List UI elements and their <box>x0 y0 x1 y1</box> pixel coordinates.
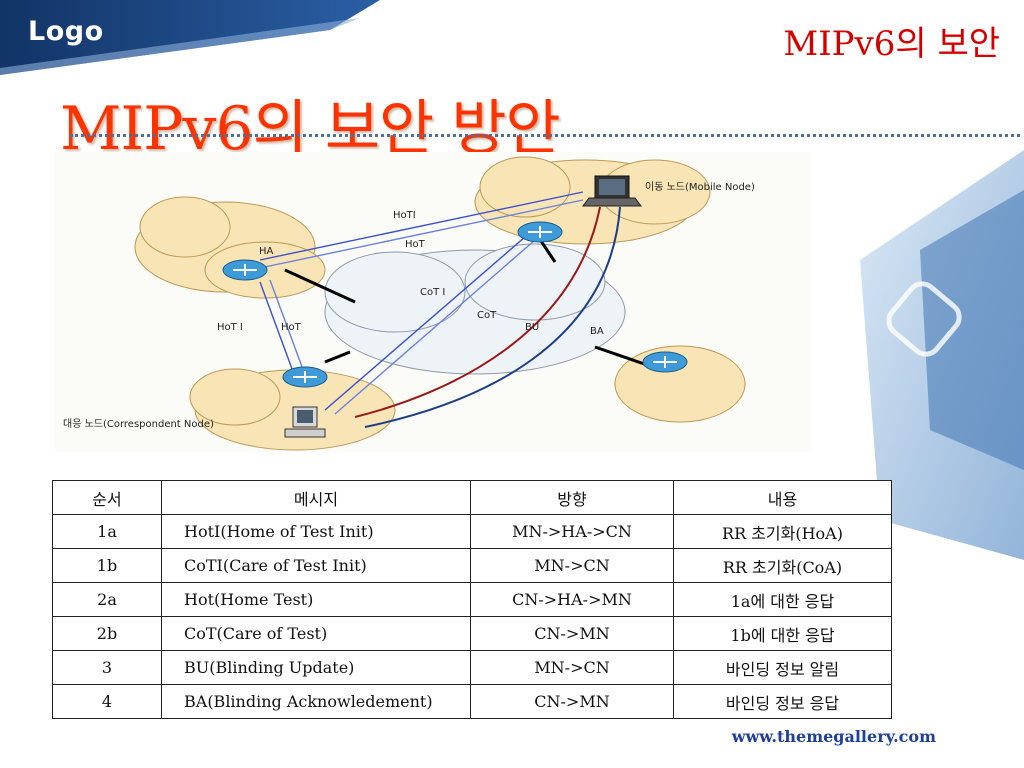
cell-direction: CN->MN <box>470 684 674 719</box>
cell-order: 2a <box>52 582 162 617</box>
router-icon <box>517 221 563 243</box>
link-ha-internet <box>284 268 356 304</box>
header-content: 내용 <box>673 480 892 515</box>
header-order: 순서 <box>52 480 162 515</box>
table-row: 1a HotI(Home of Test Init) MN->HA->CN RR… <box>52 514 892 549</box>
label-hoti-left: HoT I <box>217 322 243 333</box>
decoration-swirl <box>886 281 962 357</box>
cell-message: HotI(Home of Test Init) <box>161 514 471 549</box>
table-header-row: 순서 메시지 방향 내용 <box>52 480 892 515</box>
cell-order: 2b <box>52 616 162 651</box>
router-icon <box>282 366 328 388</box>
cell-content: 1b에 대한 응답 <box>673 616 892 651</box>
cell-order: 1a <box>52 514 162 549</box>
title-divider <box>70 134 1020 137</box>
router-icon <box>222 259 268 281</box>
header-banner-highlight <box>0 18 360 75</box>
cell-message: Hot(Home Test) <box>161 582 471 617</box>
mobile-node-label: 이동 노드(Mobile Node) <box>645 181 755 193</box>
cell-content: 1a에 대한 응답 <box>673 582 892 617</box>
header-message: 메시지 <box>161 480 471 515</box>
cell-content: RR 초기화(CoA) <box>673 548 892 583</box>
label-bu: BU <box>525 322 539 333</box>
laptop-icon <box>582 175 642 207</box>
label-cot: CoT <box>477 310 497 321</box>
table-row: 4 BA(Blinding Acknowledement) CN->MN 바인딩… <box>52 684 892 719</box>
label-hoti-top: HoTI <box>393 210 416 221</box>
cell-direction: MN->CN <box>470 548 674 583</box>
cell-direction: CN->HA->MN <box>470 582 674 617</box>
cell-order: 4 <box>52 684 162 719</box>
cell-order: 3 <box>52 650 162 685</box>
cell-message: CoTI(Care of Test Init) <box>161 548 471 583</box>
label-hot-left: HoT <box>281 322 302 333</box>
header-direction: 방향 <box>470 480 674 515</box>
cell-message: CoT(Care of Test) <box>161 616 471 651</box>
mipv6-network-diagram: 이동 노드(Mobile Node) 대응 노드(Correspondent N… <box>55 152 811 452</box>
cell-direction: MN->CN <box>470 650 674 685</box>
cloud-internet <box>324 243 626 375</box>
table-row: 2a Hot(Home Test) CN->HA->MN 1a에 대한 응답 <box>52 582 892 617</box>
cell-content: RR 초기화(HoA) <box>673 514 892 549</box>
logo: Logo <box>28 16 104 47</box>
router-icon <box>642 351 688 373</box>
cell-direction: CN->MN <box>470 616 674 651</box>
link-cn-internet <box>324 350 351 364</box>
correspondent-node-label: 대응 노드(Correspondent Node) <box>63 418 214 430</box>
table-row: 1b CoTI(Care of Test Init) MN->CN RR 초기화… <box>52 548 892 583</box>
header-title: MIPv6의 보안 <box>783 24 1000 64</box>
cloud-home-network <box>134 196 326 299</box>
cell-direction: MN->HA->CN <box>470 514 674 549</box>
label-hot-top: HoT <box>405 239 426 250</box>
cell-content: 바인딩 정보 응답 <box>673 684 892 719</box>
cell-order: 1b <box>52 548 162 583</box>
cell-content: 바인딩 정보 알림 <box>673 650 892 685</box>
label-ba: BA <box>590 326 604 337</box>
label-coti: CoT I <box>420 287 445 298</box>
message-table: 순서 메시지 방향 내용 1a HotI(Home of Test Init) … <box>52 480 892 719</box>
table-row: 2b CoT(Care of Test) CN->MN 1b에 대한 응답 <box>52 616 892 651</box>
table-row: 3 BU(Blinding Update) MN->CN 바인딩 정보 알림 <box>52 650 892 685</box>
message-arrows <box>259 191 621 428</box>
desktop-computer-icon <box>284 406 326 438</box>
side-decoration-dark <box>920 190 1024 470</box>
footer-url-link[interactable]: www.themegallery.com <box>731 727 936 746</box>
cell-message: BA(Blinding Acknowledement) <box>161 684 471 719</box>
ha-label: HA <box>259 246 274 257</box>
cell-message: BU(Blinding Update) <box>161 650 471 685</box>
